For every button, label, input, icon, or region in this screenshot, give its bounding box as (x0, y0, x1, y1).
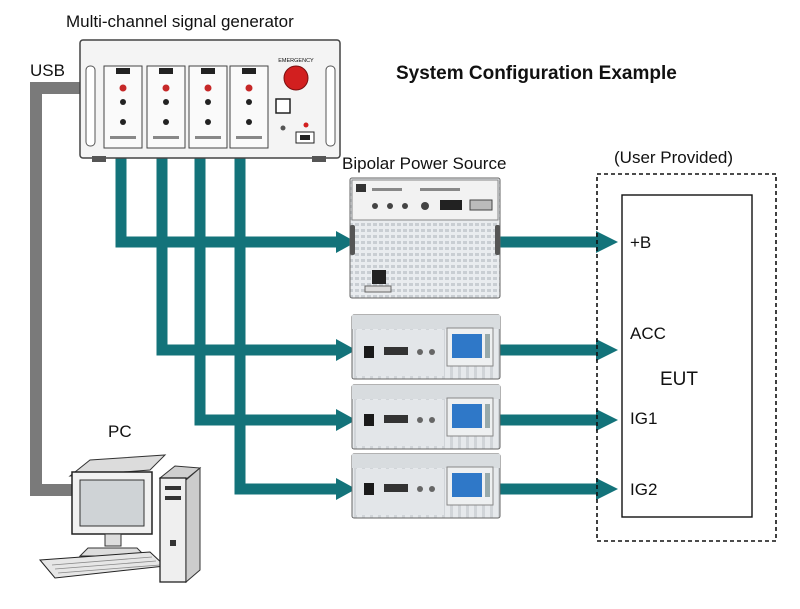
eut-label: EUT (660, 369, 698, 390)
emergency-stop-button (283, 65, 309, 91)
signal-generator: EMERGENCY (79, 39, 341, 162)
usb-label: USB (30, 61, 65, 80)
emergency-label: EMERGENCY (278, 58, 314, 64)
signal-lines (115, 158, 598, 495)
eut-box (621, 194, 753, 518)
terminal-ig1: IG1 (630, 409, 658, 428)
status-lamp (303, 122, 309, 128)
bipolar-power-source (349, 177, 501, 299)
terminal-plus-b: +B (630, 233, 652, 252)
generator-module-1 (103, 65, 143, 149)
usb-cable (30, 82, 92, 496)
pc-label: PC (108, 422, 132, 441)
power-unit-acc (351, 314, 501, 380)
power-unit-ig2 (351, 453, 501, 519)
generator-module-4 (229, 65, 269, 149)
power-unit-ig1 (351, 384, 501, 450)
user-provided-label: (User Provided) (614, 148, 734, 167)
terminal-acc: ACC (630, 324, 666, 343)
generator-title: Multi-channel signal generator (66, 12, 294, 31)
pc-icon (38, 454, 202, 584)
system-title: System Configuration Example (396, 63, 677, 84)
generator-module-2 (146, 65, 186, 149)
generator-module-3 (188, 65, 228, 149)
bipolar-label: Bipolar Power Source (342, 154, 507, 173)
arrowheads (336, 231, 618, 500)
terminal-ig2: IG2 (630, 480, 658, 499)
trigger-button (275, 98, 291, 114)
